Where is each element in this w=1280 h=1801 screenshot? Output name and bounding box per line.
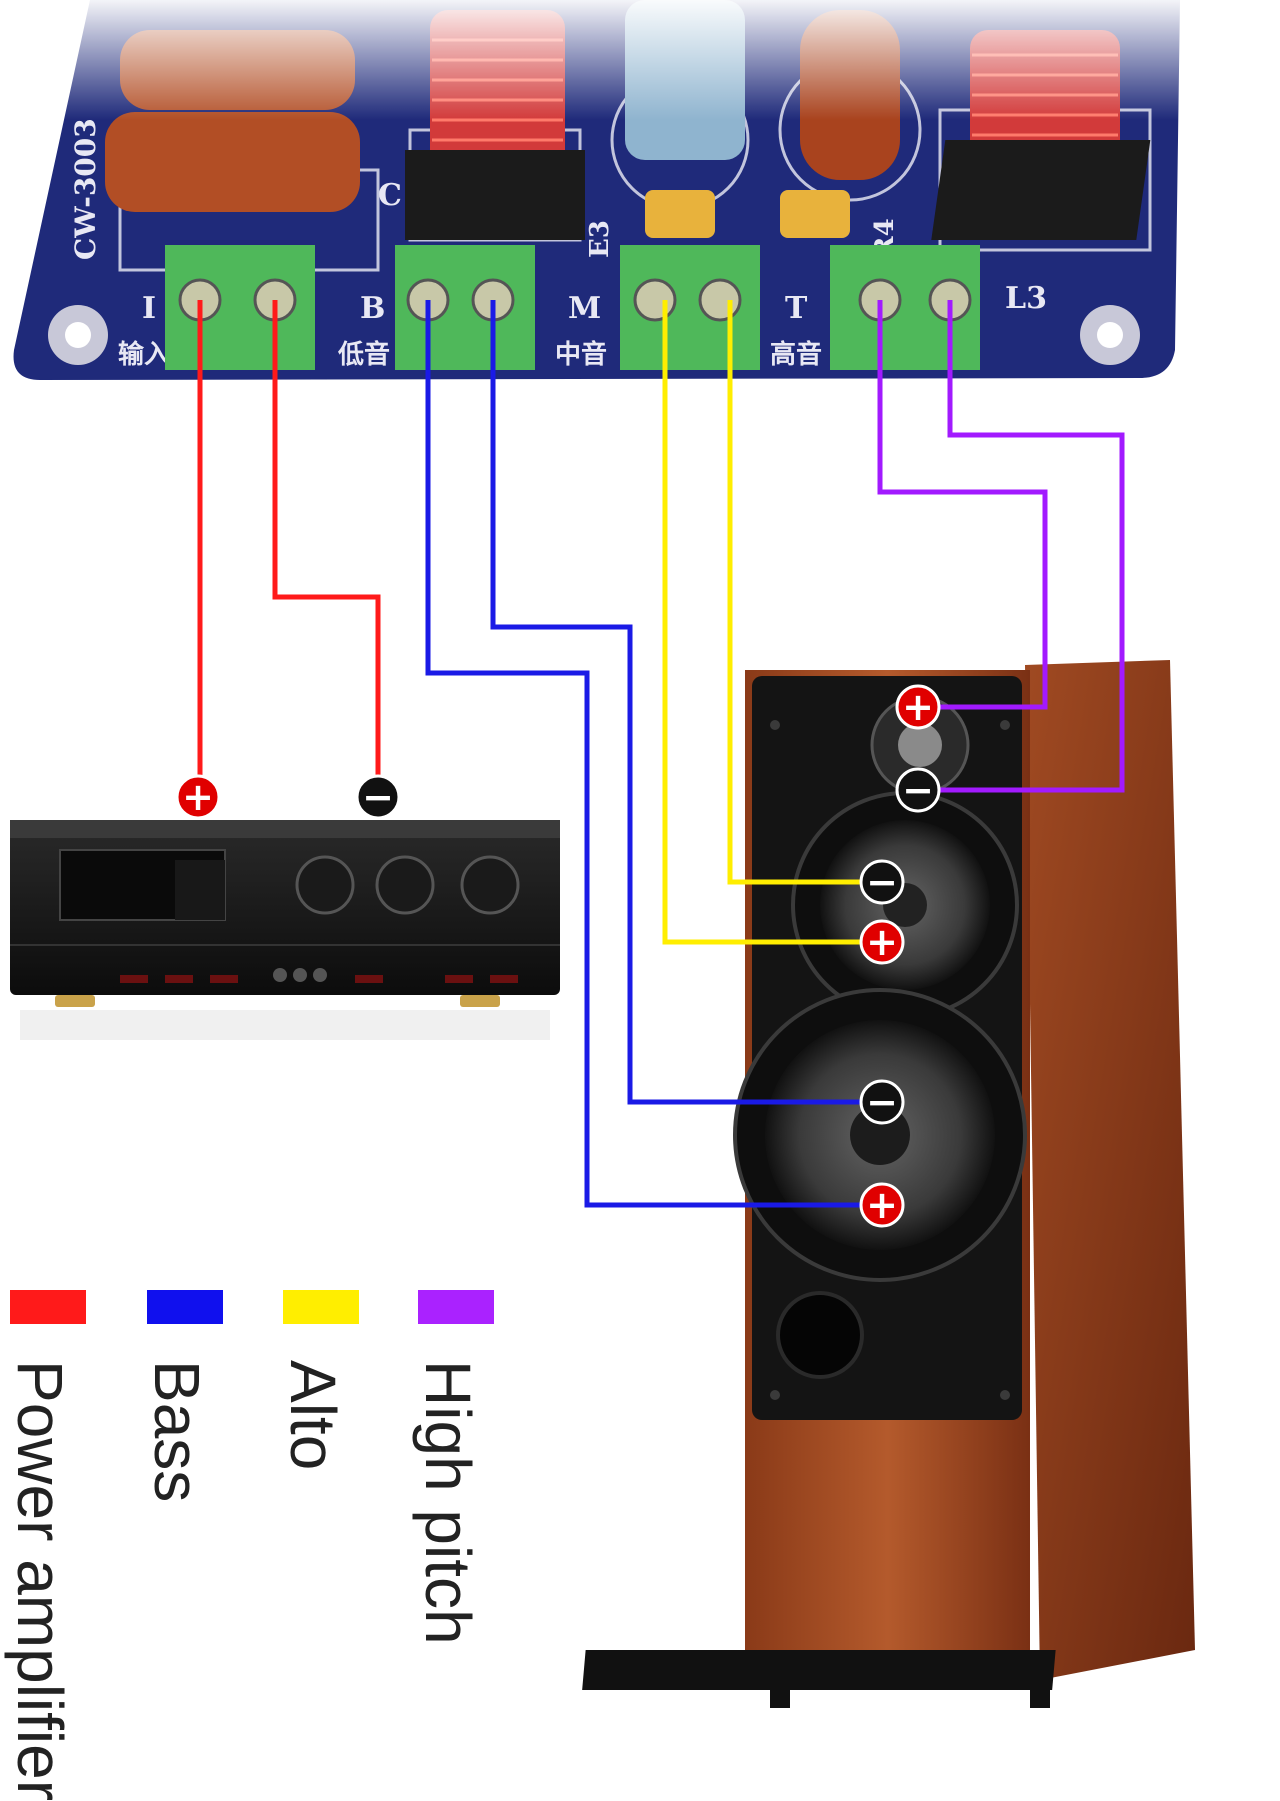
terminal-block-treble [830, 245, 980, 370]
amp-minus-marker: − [355, 774, 401, 820]
terminal-label-treble: 高音 [770, 339, 822, 370]
woofer-minus-marker: − [859, 1079, 905, 1125]
wire-bass-positive [425, 300, 882, 1208]
bass-port [776, 1291, 864, 1379]
svg-text:−: − [902, 768, 934, 812]
svg-text:−: − [866, 860, 898, 904]
wire-alto-positive [662, 300, 882, 945]
pcb-label-c: C [378, 178, 402, 213]
amp-knob-2 [375, 855, 435, 915]
svg-text:+: + [902, 685, 934, 729]
mid-plus-marker: + [859, 919, 905, 965]
crossover-pcb: CW-3003 C E3 R4 L3 I 输入 B 低音 M 中音 T 高音 [0, 0, 1280, 380]
legend-label-alto: Alto [277, 1360, 349, 1471]
power-amplifier [10, 820, 560, 1040]
tweeter-minus-marker: − [895, 767, 941, 813]
tweeter-plus-marker: + [895, 684, 941, 730]
svg-text:+: + [866, 920, 898, 964]
terminal-label-mid: 中音 [555, 339, 607, 370]
polarity-markers: + − + − − + − + [175, 684, 941, 1228]
wiring [197, 300, 1125, 1208]
film-capacitor-2 [105, 112, 360, 212]
legend-label-high: High pitch [412, 1360, 484, 1645]
pcb-label-e3: E3 [585, 220, 615, 258]
wire-bass-negative [490, 300, 882, 1105]
terminal-letter-input: I [142, 291, 156, 326]
tower-speaker [582, 660, 1195, 1708]
wire-high-positive [877, 300, 1048, 710]
pcb-model-label: CW-3003 [69, 118, 102, 260]
svg-text:−: − [362, 775, 394, 819]
mid-minus-marker: − [859, 859, 905, 905]
resistor-2 [780, 190, 850, 238]
amp-plus-marker: + [175, 774, 221, 820]
terminal-block-mid [620, 245, 760, 370]
terminal-label-input: 输入 [118, 339, 170, 370]
wire-high-negative [918, 300, 1125, 793]
terminal-letter-mid: M [568, 291, 601, 326]
resistor-1 [645, 190, 715, 238]
pcb-label-l3: L3 [1005, 281, 1047, 316]
legend-swatch-bass [147, 1290, 223, 1324]
svg-text:+: + [866, 1183, 898, 1227]
legend-label-power: Power amplifier [4, 1360, 76, 1801]
legend-label-bass: Bass [141, 1360, 213, 1503]
terminal-letter-bass: B [360, 291, 385, 326]
terminal-block-input [165, 245, 315, 370]
woofer-plus-marker: + [859, 1182, 905, 1228]
terminal-label-bass: 低音 [337, 339, 390, 370]
amp-knob-1 [295, 855, 355, 915]
wire-alto-negative [727, 300, 882, 885]
legend-swatch-alto [283, 1290, 359, 1324]
terminal-letter-treble: T [785, 291, 808, 326]
terminal-block-bass [395, 245, 535, 370]
svg-text:+: + [182, 775, 214, 819]
svg-text:−: − [866, 1080, 898, 1124]
legend-swatch-power [10, 1290, 86, 1324]
legend-swatch-high [418, 1290, 494, 1324]
amp-knob-3 [460, 855, 520, 915]
wire-power-negative [272, 300, 381, 795]
